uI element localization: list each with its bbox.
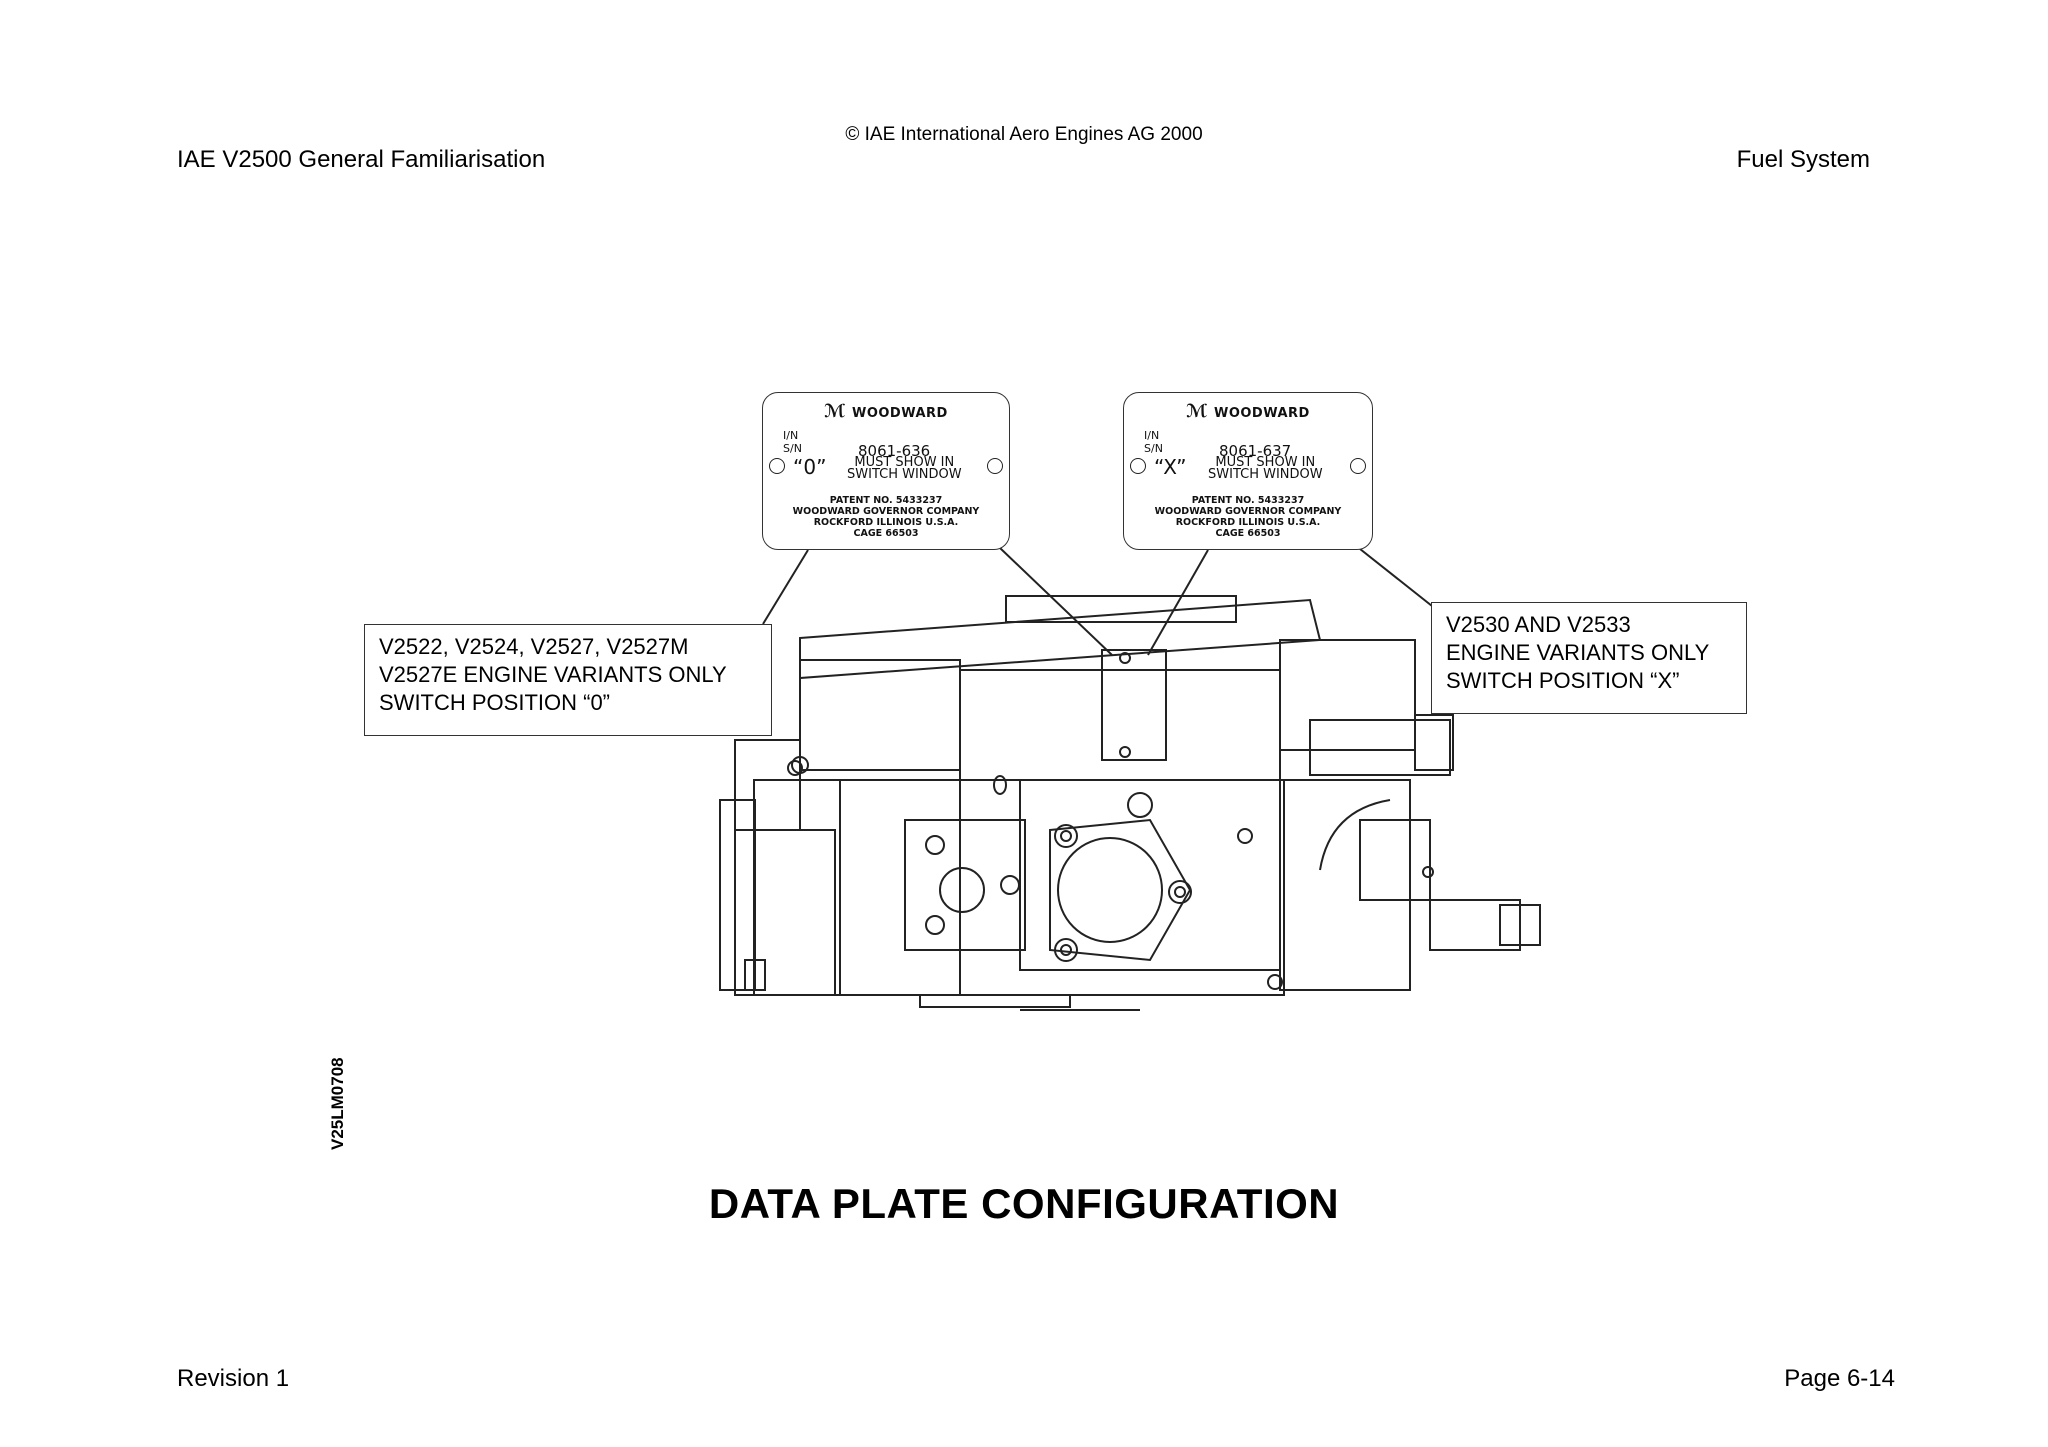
plate-must-line2: SWITCH WINDOW bbox=[1208, 467, 1323, 482]
leader-line-right-plate bbox=[1147, 549, 1209, 656]
plate-cage: CAGE 66503 bbox=[853, 528, 919, 539]
plate-must-line1: MUST SHOW IN bbox=[1215, 455, 1316, 470]
plate-company: WOODWARD GOVERNOR COMPANY bbox=[792, 506, 980, 517]
plate-part-number: 8061-637 bbox=[1219, 442, 1292, 460]
figure-id: V25LM0708 bbox=[328, 1057, 347, 1150]
plate-cage: CAGE 66503 bbox=[1215, 528, 1281, 539]
mounting-hole-icon bbox=[987, 458, 1003, 474]
plate-brand-text: WOODWARD bbox=[1213, 406, 1310, 421]
plate-must-line2: SWITCH WINDOW bbox=[847, 467, 962, 482]
switch-symbol: “X” bbox=[1154, 455, 1187, 479]
plate-sn-label: S/N bbox=[783, 442, 802, 455]
plate-brand: ℳ WOODWARD bbox=[763, 401, 1009, 422]
plate-patent: PATENT NO. 5433237 bbox=[1191, 495, 1305, 506]
plate-company: WOODWARD GOVERNOR COMPANY bbox=[1154, 506, 1342, 517]
plate-brand-text: WOODWARD bbox=[851, 406, 948, 421]
leader-line-left-plate bbox=[999, 547, 1113, 656]
callout-line: V2530 AND V2533 bbox=[1446, 612, 1631, 637]
plate-city: ROCKFORD ILLINOIS U.S.A. bbox=[813, 517, 959, 528]
switch-symbol: “0” bbox=[793, 455, 827, 479]
woodward-logo-icon: ℳ bbox=[824, 401, 846, 422]
callout-right: V2530 AND V2533 ENGINE VARIANTS ONLY SWI… bbox=[1431, 602, 1747, 714]
plate-sn-label: S/N bbox=[1144, 442, 1163, 455]
mounting-hole-icon bbox=[769, 458, 785, 474]
document-title: IAE V2500 General Familiarisation bbox=[177, 146, 546, 173]
plate-in-label: I/N bbox=[1144, 429, 1160, 442]
plate-must-line1: MUST SHOW IN bbox=[854, 455, 955, 470]
plate-city: ROCKFORD ILLINOIS U.S.A. bbox=[1175, 517, 1321, 528]
data-plate-right: ℳ WOODWARD I/N S/N 8061-637 “X” MUST SHOW… bbox=[1123, 392, 1373, 550]
copyright-notice: © IAE International Aero Engines AG 2000 bbox=[845, 124, 1203, 145]
plate-brand: ℳ WOODWARD bbox=[1124, 401, 1372, 422]
page-number: Page 6-14 bbox=[1784, 1365, 1895, 1392]
mounting-hole-icon bbox=[1350, 458, 1366, 474]
plate-in-label: I/N bbox=[783, 429, 799, 442]
data-plate-left: ℳ WOODWARD I/N S/N 8061-636 “0” MUST SHOW… bbox=[762, 392, 1010, 550]
plate-footer-text: PATENT NO. 5433237 WOODWARD GOVERNOR COM… bbox=[1124, 495, 1372, 539]
callout-line: ENGINE VARIANTS ONLY bbox=[1446, 640, 1710, 665]
mounting-hole-icon bbox=[1130, 458, 1146, 474]
section-title: Fuel System bbox=[1736, 146, 1870, 173]
callout-line: SWITCH POSITION “X” bbox=[1446, 668, 1680, 693]
plate-footer-text: PATENT NO. 5433237 WOODWARD GOVERNOR COM… bbox=[763, 495, 1009, 539]
woodward-logo-icon: ℳ bbox=[1186, 401, 1208, 422]
callout-line: V2527E ENGINE VARIANTS ONLY bbox=[379, 662, 727, 687]
leader-line-right-callout bbox=[1354, 544, 1433, 607]
plate-patent: PATENT NO. 5433237 bbox=[829, 495, 943, 506]
figure-caption: DATA PLATE CONFIGURATION bbox=[708, 1180, 1340, 1227]
leader-line-left-callout bbox=[762, 549, 809, 625]
revision-label: Revision 1 bbox=[177, 1365, 290, 1392]
callout-line: V2522, V2524, V2527, V2527M bbox=[379, 634, 689, 659]
callout-left: V2522, V2524, V2527, V2527M V2527E ENGIN… bbox=[364, 624, 772, 736]
plate-part-number: 8061-636 bbox=[858, 442, 931, 460]
callout-line: SWITCH POSITION “0” bbox=[379, 690, 610, 715]
unit-body bbox=[719, 595, 1541, 1011]
plate-must-text: MUST SHOW IN SWITCH WINDOW bbox=[1208, 455, 1323, 482]
plate-must-text: MUST SHOW IN SWITCH WINDOW bbox=[847, 455, 962, 482]
